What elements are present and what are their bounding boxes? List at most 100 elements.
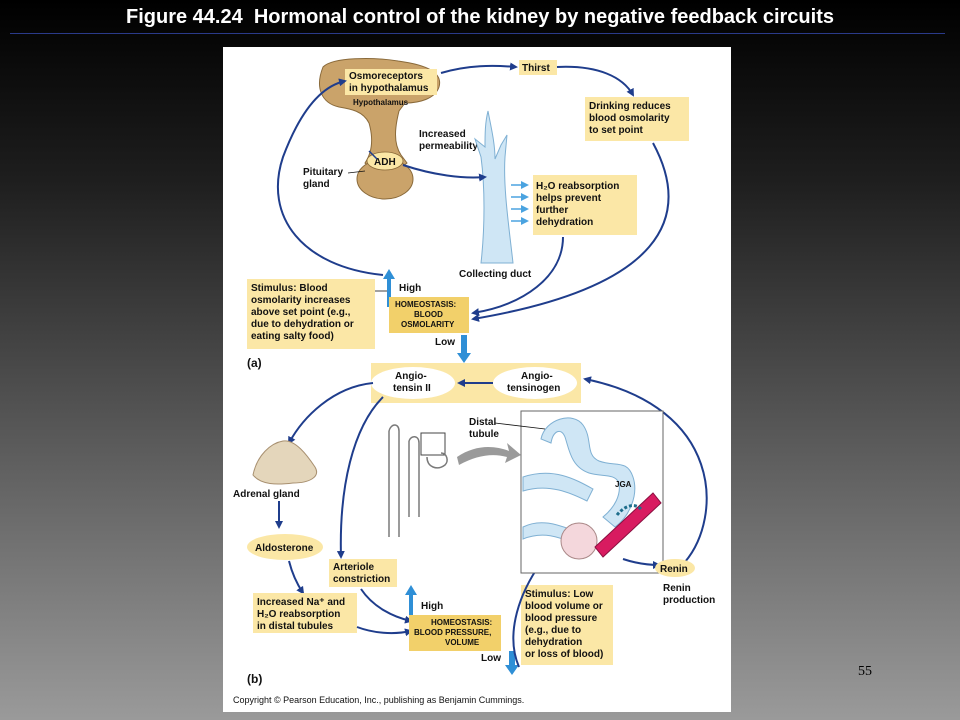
nephron-small: [388, 424, 448, 537]
arrow-drinking-to-homeostasis: [471, 142, 670, 322]
drinking-label-3: to set point: [589, 125, 644, 136]
arrow-renin-to-band: [583, 376, 708, 563]
stimulus-a-text-5: eating salty food): [251, 331, 334, 342]
arteriole-label-2: constriction: [333, 574, 390, 585]
renin-oval: [655, 559, 695, 577]
arrow-angiotensin-to-adrenal: [288, 382, 374, 445]
collecting-duct-label: Collecting duct: [459, 269, 532, 280]
stimulus-b-text-3: blood pressure: [525, 613, 598, 624]
distal-tubule-label-2: tubule: [469, 429, 499, 440]
figure-svg: Osmoreceptors in hypothalamus Hypothalam…: [233, 58, 715, 705]
stimulus-b-line-1: Stimulus: Low: [525, 589, 594, 600]
stimulus-b-text-6: or loss of blood): [525, 649, 603, 660]
stimulus-a-line-1: Stimulus: Blood: [251, 283, 328, 294]
title-underline: [10, 33, 945, 34]
homeostasis-b-2: BLOOD PRESSURE,: [414, 628, 491, 637]
arrow-adh-to-duct: [402, 164, 487, 182]
adh-label: ADH: [374, 157, 396, 168]
distal-tubule-inset: [540, 417, 636, 528]
h2o-label-4: dehydration: [536, 217, 593, 228]
h2o-reabsorption-box: [533, 175, 637, 235]
renin-production-2: production: [663, 595, 715, 606]
osmoreceptors-label-2: in hypothalamus: [349, 83, 429, 94]
stimulus-b-box: [521, 585, 613, 665]
stimulus-a-text-4: due to dehydration or: [251, 319, 354, 330]
homeostasis-b-1: HOMEOSTASIS:: [431, 618, 492, 627]
hypothalamus-label: Hypothalamus: [353, 98, 409, 107]
aldosterone-oval: [247, 534, 323, 560]
stimulus-a-text-3: above set point (e.g.,: [251, 307, 351, 318]
page-number: 55: [858, 664, 872, 679]
renin-label: Renin: [660, 564, 688, 575]
drinking-box: [585, 97, 689, 141]
increased-na-1: Increased Na⁺ and: [257, 597, 345, 608]
panel-b-label: (b): [247, 672, 262, 686]
distal-tubule-label-1: Distal: [469, 417, 496, 428]
panel-a-label: (a): [247, 356, 262, 370]
increased-na-2: H₂O reabsorption: [257, 609, 340, 620]
angiotensin-ii-oval: [371, 367, 455, 399]
homeostasis-a-3: OSMOLARITY: [401, 320, 455, 329]
arrow-aldosterone-to-na: [288, 560, 305, 595]
adrenal-gland-label: Adrenal gland: [233, 489, 300, 500]
angiotensinogen-oval: [493, 367, 577, 399]
stimulus-a-text-1: Blood: [297, 283, 328, 294]
angiotensinogen-1: Angio-: [521, 371, 553, 382]
drinking-label-1: Drinking reduces: [589, 101, 671, 112]
stimulus-b-title: Stimulus:: [525, 589, 571, 600]
zoom-arrow: [457, 443, 521, 465]
angiotensinogen-2: tensinogen: [507, 383, 560, 394]
arrow-jga-to-renin: [622, 558, 661, 569]
thirst-box: [519, 60, 557, 75]
pituitary-pointer: [347, 170, 366, 174]
afferent-arteriole-inset: [594, 492, 662, 558]
homeostasis-a-box: [389, 297, 469, 333]
low-label-a: Low: [435, 337, 455, 348]
collecting-duct: [473, 110, 514, 264]
jga-label: JGA: [615, 480, 632, 489]
arrow-angiotensin-to-arteriole: [336, 396, 384, 559]
homeostasis-b-box: [409, 615, 501, 651]
tubule-lower-inset: [522, 472, 594, 502]
homeostasis-a-1: HOMEOSTASIS:: [395, 300, 456, 309]
angiotensin-ii-1: Angio-: [395, 371, 427, 382]
slide-title: Figure 44.24 Hormonal control of the kid…: [126, 6, 834, 28]
copyright: Copyright © Pearson Education, Inc., pub…: [233, 695, 524, 705]
stimulus-b-text-4: (e.g., due to: [525, 625, 581, 636]
distal-tubule-pointer: [494, 422, 546, 430]
high-arrow-a: [383, 269, 395, 307]
low-label-b: Low: [481, 653, 501, 664]
stimulus-a-box: [247, 279, 375, 349]
pituitary-label-1: Pituitary: [303, 167, 343, 178]
thirst-label: Thirst: [522, 63, 550, 74]
h2o-label-1: H₂O reabsorption: [536, 181, 619, 192]
increased-na-3: in distal tubules: [257, 621, 334, 632]
drinking-label-2: blood osmolarity: [589, 113, 670, 124]
arteriole-box: [329, 559, 397, 587]
kidney-feedback-figure: Osmoreceptors in hypothalamus Hypothalam…: [223, 47, 731, 712]
glomerulus-inset: [560, 522, 598, 560]
arrow-thirst-to-drinking: [556, 65, 634, 97]
increased-na-box: [253, 593, 357, 633]
arrow-to-thirst: [440, 62, 518, 74]
homeostasis-b-3: VOLUME: [445, 638, 480, 647]
h2o-label-2: helps prevent: [536, 193, 602, 204]
stimulus-a-title: Stimulus:: [251, 283, 297, 294]
low-arrow-a: [457, 335, 471, 363]
stimulus-a-text-2: osmolarity increases: [251, 295, 351, 306]
high-label-b: High: [421, 601, 443, 612]
angiotensin-ii-2: tensin II: [393, 383, 431, 394]
aldosterone-label: Aldosterone: [255, 543, 314, 554]
jga-cells-inset: [615, 504, 643, 516]
homeostasis-a-2: BLOOD: [414, 310, 443, 319]
arrow-stimulus-to-osmoreceptors: [277, 78, 384, 276]
adh-oval: [366, 151, 404, 171]
arrow-arteriole-to-homeostasis: [360, 588, 413, 624]
adrenal-gland-shape: [252, 440, 317, 485]
arteriole-label-1: Arteriole: [333, 562, 375, 573]
high-label-a: High: [399, 283, 421, 294]
h2o-label-3: further: [536, 205, 568, 216]
arrow-duct-to-homeostasis: [471, 236, 564, 316]
stimulus-b-text-2: blood volume or: [525, 601, 603, 612]
arrow-hypothalamus-to-adh: [368, 150, 378, 160]
